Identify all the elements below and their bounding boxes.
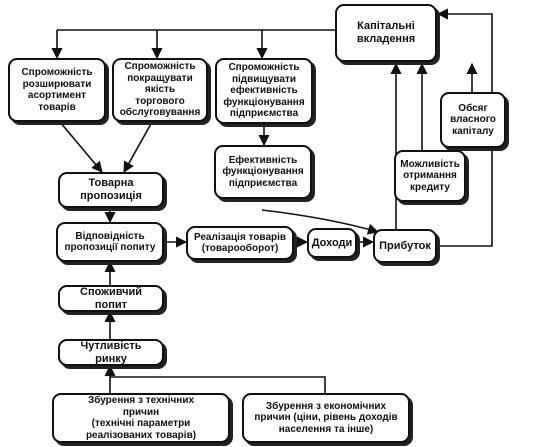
link-service-offer [123,121,153,173]
node-goods-offer: Товарна пропозиція [58,172,164,208]
node-efficiency-capability: Спроможність підвищувати ефективність фу… [215,58,313,124]
node-profit: Прибуток [373,229,437,263]
link-efficiency-profit [261,209,380,235]
node-goods-sales: Реалізація товарів (товарооборот) [186,226,294,260]
node-offer-demand-match: Відповідність пропозиції попиту [56,222,164,262]
node-market-sensitivity: Чутливість ринку [58,339,164,366]
node-income: Доходи [307,228,357,258]
link-economic-bus [110,376,326,393]
node-enterprise-efficiency: Ефективність функціонування підприємства [214,145,312,199]
node-service-capability: Спроможність покращувати якість торговог… [112,58,208,122]
node-assortment-capability: Спроможність розширювати асортимент това… [8,58,106,122]
link-assortment-offer [59,121,103,173]
node-consumer-demand: Споживчий попит [58,285,164,312]
node-own-capital: Обсяг власного капіталу [440,92,506,148]
node-economic-disturbance: Збурення з економічних причин (ціни, рів… [242,393,410,443]
node-capital-investments: Капітальні вкладення [335,4,437,62]
node-technical-disturbance: Збурення з технічних причин (технічні па… [52,393,230,443]
node-credit-availability: Можливість отримання кредиту [394,150,466,202]
